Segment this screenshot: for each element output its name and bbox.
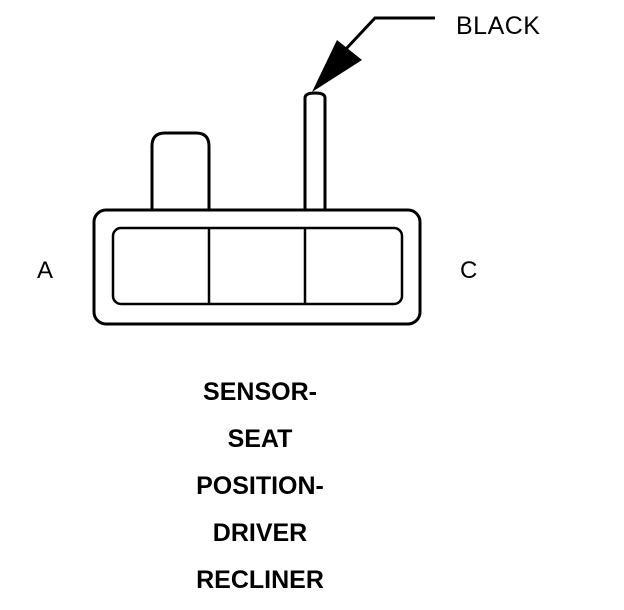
component-name-line: POSITION- [196,472,324,500]
connector-cavity-frame [111,226,404,306]
component-name-line: DRIVER [212,519,308,547]
component-name-line: SEAT [227,425,293,453]
wire-color-label: BLACK [456,12,541,40]
pin-label-left: A [37,257,54,284]
wire-leader-arrow [312,16,435,92]
component-name-line: RECLINER [196,566,324,594]
component-name-caption: SENSOR- SEAT POSITION- DRIVER RECLINER [160,375,360,610]
wire-lead [303,91,327,210]
connector-lock-tab [150,131,211,210]
component-name-line: SENSOR- [203,378,317,406]
pin-label-right: C [460,257,478,284]
